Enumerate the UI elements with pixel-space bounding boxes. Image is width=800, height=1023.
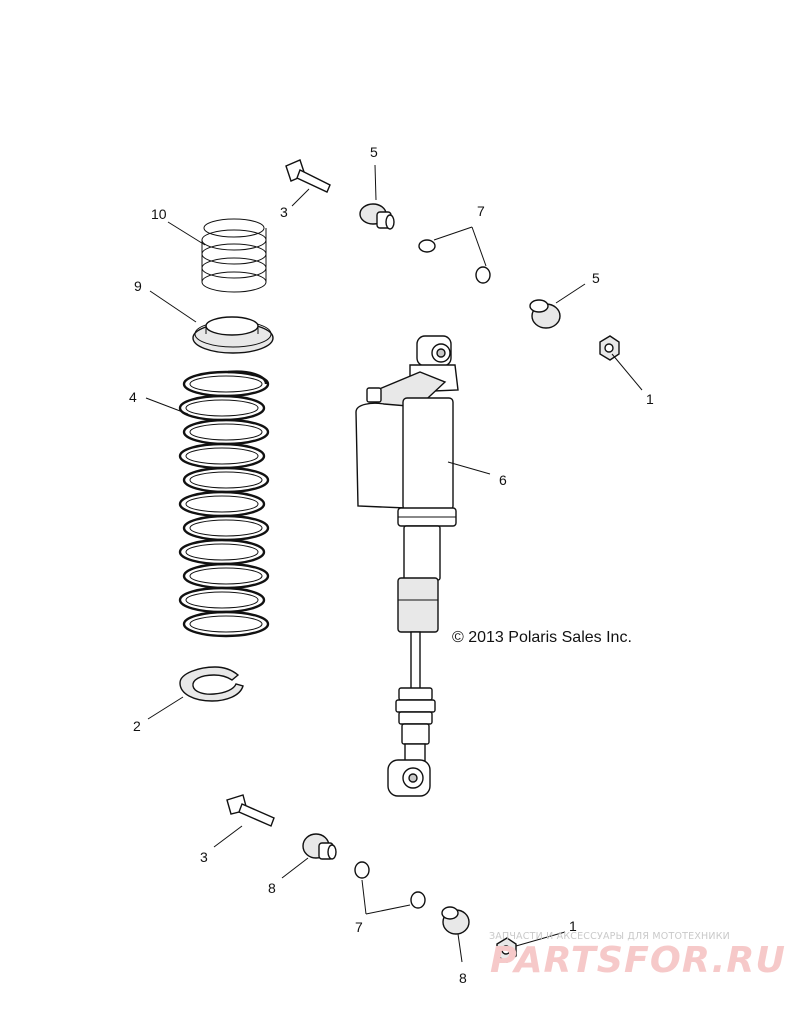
- spring-coil-inner: [189, 423, 263, 441]
- spring-coil-inner: [185, 591, 259, 609]
- watermark-brand-logo: PARTSFOR.RU: [490, 940, 786, 981]
- bottom-bolt-part: [226, 794, 275, 827]
- right-bushing-part: [529, 299, 561, 329]
- top-bolt-part: [285, 159, 331, 193]
- watermark-tagline: ЗАПЧАСТИ И АКСЕССУАРЫ ДЛЯ МОТОТЕХНИКИ: [489, 931, 730, 942]
- callout-3-bottom: 3: [200, 849, 208, 865]
- callout-3-top: 3: [280, 204, 288, 220]
- spring-coil-inner: [185, 543, 259, 561]
- callout-9: 9: [134, 278, 142, 294]
- callout-2: 2: [133, 718, 141, 734]
- top-oring-b-part: [475, 266, 491, 284]
- bottom-nut-part: [496, 937, 517, 963]
- top-bushing-part: [359, 203, 395, 230]
- bottom-oring-b-part: [410, 891, 426, 909]
- bottom-oring-a-part: [354, 861, 370, 879]
- spring-coil-inner: [185, 495, 259, 513]
- spring-coil: [182, 610, 270, 638]
- callout-8-left: 8: [268, 880, 276, 896]
- bottom-bushing-b-part: [441, 906, 470, 935]
- leader-lines: [145, 164, 643, 963]
- spring-coil-inner: [185, 399, 259, 417]
- top-oring-a-part: [418, 239, 436, 253]
- callout-5-right: 5: [592, 270, 600, 286]
- spring-end-tail: [227, 370, 268, 385]
- main-coil-spring-part: [178, 370, 270, 638]
- spring-coil-inner: [189, 519, 263, 537]
- callout-1-top: 1: [646, 391, 654, 407]
- top-nut-part: [599, 335, 620, 361]
- callout-10: 10: [151, 206, 167, 222]
- callout-8-bottom: 8: [459, 970, 467, 986]
- bottom-bushing-a-part: [302, 833, 337, 860]
- spring-coil-inner: [189, 567, 263, 585]
- copyright-text: © 2013 Polaris Sales Inc.: [452, 629, 632, 646]
- upper-spring-part: [201, 218, 267, 293]
- spring-coil-inner: [185, 447, 259, 465]
- shock-absorber-part: [355, 335, 459, 797]
- callout-5-top: 5: [370, 144, 378, 160]
- callout-7-bottom: 7: [355, 919, 363, 935]
- spring-coil-inner: [189, 615, 263, 633]
- spring-retainer-part: [179, 666, 244, 702]
- callout-1-bottom: 1: [569, 918, 577, 934]
- spring-coil-inner: [189, 471, 263, 489]
- spring-coil-inner: [189, 375, 263, 393]
- callout-6: 6: [499, 472, 507, 488]
- callout-7-top: 7: [477, 203, 485, 219]
- spring-seat-part: [192, 316, 274, 354]
- callout-4: 4: [129, 389, 137, 405]
